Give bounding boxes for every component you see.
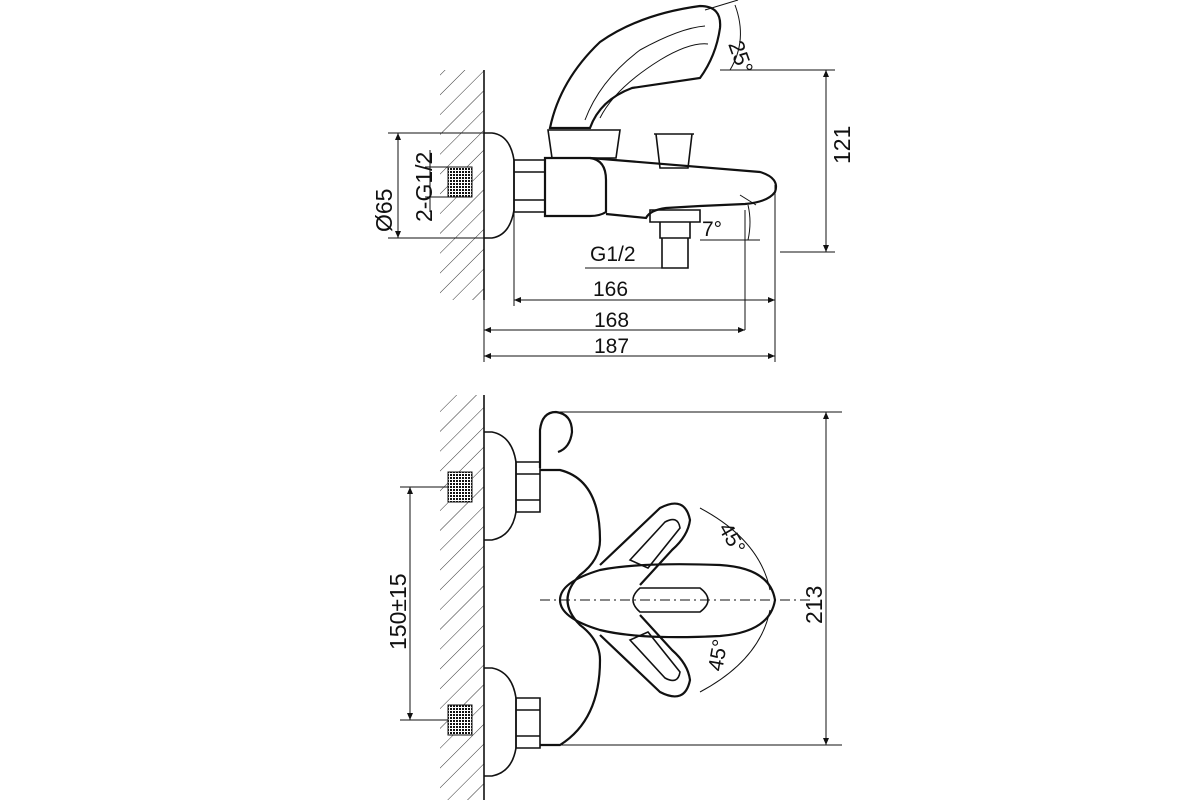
lever-inner-side — [584, 25, 709, 121]
dim-angle-spout: 7° — [702, 218, 722, 241]
angle-arc-7 — [747, 204, 751, 241]
side-view: 25° 121 Ø65 2-G1/2 7° G1/2 166 168 — [371, 0, 855, 362]
dim-inlet-thread: 2-G1/2 — [411, 152, 437, 222]
dim-height: 121 — [829, 126, 855, 164]
dim-187: 187 — [594, 335, 629, 358]
dim-centers: 150±15 — [385, 573, 411, 650]
escutcheon-side — [484, 132, 515, 239]
wall-hatch-top — [440, 395, 484, 800]
dim-width: 213 — [801, 586, 827, 624]
dim-angle-upper: 45° — [714, 519, 750, 558]
lever-slot-upper — [628, 518, 681, 569]
top-view: 45° 45° 150±15 213 — [385, 395, 842, 800]
cartridge-side — [547, 129, 621, 159]
dim-angle-lower: 45° — [704, 638, 732, 673]
spout-side — [589, 156, 778, 220]
dim-outlet-thread: G1/2 — [590, 243, 636, 266]
dim-angle-lever: 25° — [723, 37, 758, 77]
inlet-knurl-top-upper — [447, 471, 473, 503]
diverter-knob-side — [654, 133, 694, 169]
dim-166: 166 — [593, 278, 628, 301]
shower-hook — [538, 410, 574, 468]
angle-arc-upper — [699, 507, 771, 591]
mixer-body-top — [540, 468, 602, 747]
escutcheon-top-lower — [484, 667, 517, 777]
lever-side — [548, 4, 722, 130]
hex-nut-top-lower — [515, 697, 541, 749]
lever-slot-center — [632, 587, 709, 613]
cartridge-top — [558, 563, 777, 639]
angle-arc-25 — [729, 4, 741, 71]
lever-upper — [599, 502, 692, 586]
dim-diameter: Ø65 — [371, 189, 397, 232]
dim-168: 168 — [594, 309, 629, 332]
inlet-knurl-side — [447, 166, 473, 198]
inlet-knurl-top-lower — [447, 704, 473, 736]
hex-nut-top-upper — [515, 461, 541, 513]
lever-lower — [599, 614, 692, 698]
diverter-outlet-side — [649, 209, 701, 269]
escutcheon-top-upper — [484, 431, 517, 541]
hex-nut-side — [513, 159, 546, 213]
lever-slot-lower — [628, 631, 681, 682]
mixer-body-side — [543, 156, 608, 218]
angle-arc-lower — [699, 609, 771, 693]
